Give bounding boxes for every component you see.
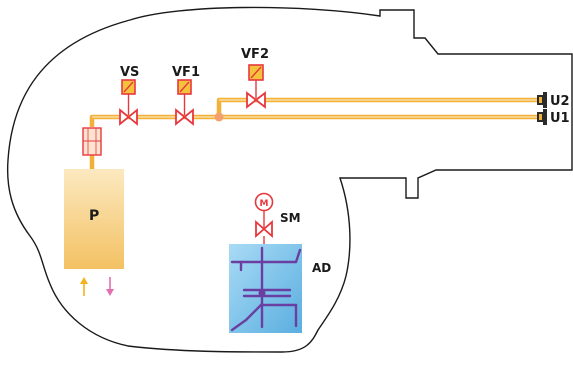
pipe-u2 (216, 97, 540, 117)
ad-internal-structure (230, 246, 302, 332)
valve-icon (246, 91, 266, 109)
label-u1: U1 (550, 111, 570, 126)
outlet-nozzle-icon (537, 109, 547, 125)
label-ad: AD (312, 261, 331, 275)
label-p: P (89, 208, 99, 224)
label-u2: U2 (550, 94, 570, 109)
ad-center-node (258, 289, 266, 297)
tank-p[interactable]: P (64, 169, 124, 269)
valve-sm[interactable]: M (254, 192, 274, 245)
enclosure-outline (6, 6, 573, 353)
valve-vf1[interactable] (175, 79, 194, 126)
arrow-up-icon (80, 277, 88, 296)
valve-icon (255, 220, 273, 238)
outlet-u1[interactable]: U1 (537, 109, 570, 126)
outlet-u2[interactable]: U2 (537, 92, 570, 109)
arrow-down-icon (106, 277, 114, 296)
motor-label: M (260, 199, 269, 209)
label-vf2: VF2 (241, 47, 269, 62)
pipe-network (89, 97, 540, 170)
valve-icon (175, 108, 194, 126)
valve-icon (119, 108, 138, 126)
pipe-u1 (89, 114, 540, 127)
label-vf1: VF1 (172, 65, 200, 80)
outlet-nozzle-icon (537, 92, 547, 108)
unit-ad[interactable] (229, 244, 302, 333)
label-vs: VS (120, 65, 139, 80)
valve-vs[interactable] (119, 79, 138, 126)
label-sm: SM (280, 211, 301, 225)
filter-icon (82, 127, 102, 156)
valve-vf2[interactable] (246, 64, 266, 109)
pipe-junction (214, 112, 224, 122)
